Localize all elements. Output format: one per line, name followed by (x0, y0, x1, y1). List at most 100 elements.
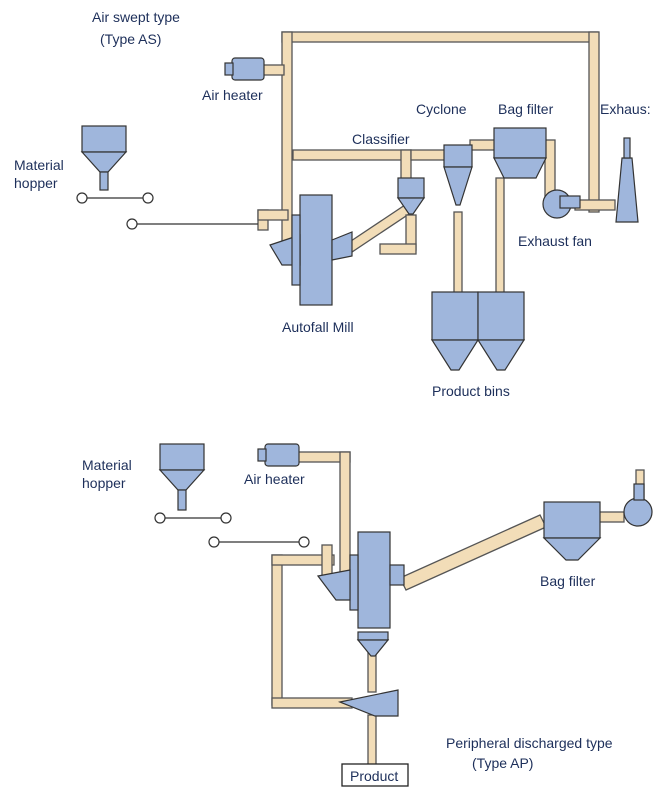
product-bin-right-cone (476, 339, 526, 371)
mill-side-plate (291, 214, 301, 286)
label-material-hopper-top-1: Material (14, 157, 64, 173)
product-bin-left (431, 291, 479, 341)
bag-filter-hopper-bottom (542, 537, 602, 561)
mill-side-plate-bottom (349, 554, 359, 611)
top-recirculation-duct (281, 31, 599, 43)
mill-to-bagfilter-duct (399, 514, 547, 591)
return-loop-left (271, 554, 283, 706)
label-air-heater-top: Air heater (202, 87, 263, 103)
label-exhaust-fan: Exhaust fan (518, 233, 592, 249)
separator-body (337, 689, 399, 717)
fan-to-exhaust-duct (574, 199, 616, 211)
peripheral-title-line2: (Type AP) (472, 755, 533, 771)
air-heater-inlet-bottom (257, 448, 267, 462)
air-swept-title-line2: (Type AS) (100, 31, 161, 47)
feeder-roll-right (142, 192, 154, 204)
hopper-cone-bottom (158, 469, 206, 491)
classifier-cone (396, 197, 426, 215)
label-bag-filter-top: Bag filter (498, 101, 554, 117)
exhaust-fan-bottom (623, 497, 653, 527)
mill-outlet (331, 231, 353, 261)
bagfilter-to-fan-bottom (597, 511, 625, 523)
hopper-spout (99, 171, 109, 191)
top-material-hopper (76, 125, 258, 230)
right-recirculation-riser (588, 31, 600, 213)
top-autofall-mill (269, 194, 353, 306)
bottom-exhaust-fan (623, 483, 653, 527)
hopper-cone (80, 151, 128, 173)
bag-filter-body-bottom (543, 501, 601, 539)
top-exhaust-stack (615, 137, 639, 223)
cyclone-cone (443, 166, 473, 206)
bag-filter-body (493, 127, 547, 159)
cyclone-to-bin-duct (453, 211, 463, 297)
exhaust-fan-outlet-bottom (633, 483, 645, 501)
mill-to-classifier-duct (292, 149, 412, 161)
product-duct (367, 714, 377, 768)
return-loop-bottom (271, 697, 353, 709)
bottom-material-hopper (154, 443, 310, 548)
mill-drum (299, 194, 333, 306)
classifier-body (397, 177, 425, 199)
bag-filter-hopper (493, 157, 547, 179)
conveyor-roll-left (126, 218, 138, 230)
air-heater-duct (261, 64, 285, 76)
bagfilter-to-bin-duct (495, 177, 505, 297)
peripheral-discharged-diagram: Material hopper Air heater Bag filter Pr… (82, 443, 653, 787)
product-bin-left-cone (430, 339, 480, 371)
label-air-heater-bottom: Air heater (244, 471, 305, 487)
label-cyclone: Cyclone (416, 101, 467, 117)
discharge-hopper-cone (356, 639, 390, 657)
exhaust-stack-body (615, 157, 639, 223)
discharge-duct (367, 651, 377, 693)
bottom-bag-filter (542, 501, 602, 561)
return-loop-top (271, 554, 335, 566)
classifier-drop-duct (400, 149, 412, 181)
top-product-bins (430, 291, 526, 371)
label-exhaust: Exhaus: (600, 101, 651, 117)
feed-chute-horizontal (257, 209, 289, 221)
hopper-spout-bottom (177, 489, 187, 511)
peripheral-title-line1: Peripheral discharged type (446, 735, 613, 751)
cyclone-body (443, 144, 473, 168)
hopper-body (81, 125, 127, 153)
mill-inlet-bottom (316, 569, 351, 601)
bottom-air-heater (257, 443, 300, 467)
label-product: Product (350, 768, 398, 784)
top-bag-filter (493, 127, 547, 179)
product-bin-right (477, 291, 525, 341)
top-classifier (396, 177, 426, 215)
product-box (341, 763, 409, 787)
label-autofall-mill: Autofall Mill (282, 319, 354, 335)
discharge-hopper-top (357, 631, 389, 641)
bottom-mill (316, 531, 405, 629)
conveyor-roll-left-bottom (208, 536, 220, 548)
label-product-bins: Product bins (432, 383, 510, 399)
bottom-ducts (271, 451, 645, 768)
feeder-roll-left-bottom (154, 512, 166, 524)
mill-outlet-bottom (389, 564, 405, 586)
label-material-hopper-bottom-2: hopper (82, 475, 126, 491)
air-heater-body-bottom (264, 443, 300, 467)
label-material-hopper-top-2: hopper (14, 175, 58, 191)
air-swept-type-diagram: Air swept type (Type AS) Air heater Mate… (14, 9, 651, 399)
label-material-hopper-bottom-1: Material (82, 457, 132, 473)
top-exhaust-fan (542, 189, 581, 219)
top-cyclone (443, 144, 473, 206)
feeder-roll-right-bottom (220, 512, 232, 524)
air-heater-inlet (224, 62, 234, 76)
label-classifier: Classifier (352, 131, 410, 147)
hopper-body-bottom (159, 443, 205, 471)
top-air-heater (224, 57, 265, 81)
bottom-discharge-hopper (356, 631, 390, 657)
feeder-roll-left (76, 192, 88, 204)
conveyor-roll-right-bottom (298, 536, 310, 548)
exhaust-stack-top (623, 137, 631, 159)
feed-chute-bottom (321, 544, 333, 578)
classifier-return-horizontal (379, 243, 417, 255)
bottom-separator (337, 689, 399, 717)
mill-drum-bottom (357, 531, 391, 629)
air-heater-body (231, 57, 265, 81)
air-swept-title-line1: Air swept type (92, 9, 180, 25)
